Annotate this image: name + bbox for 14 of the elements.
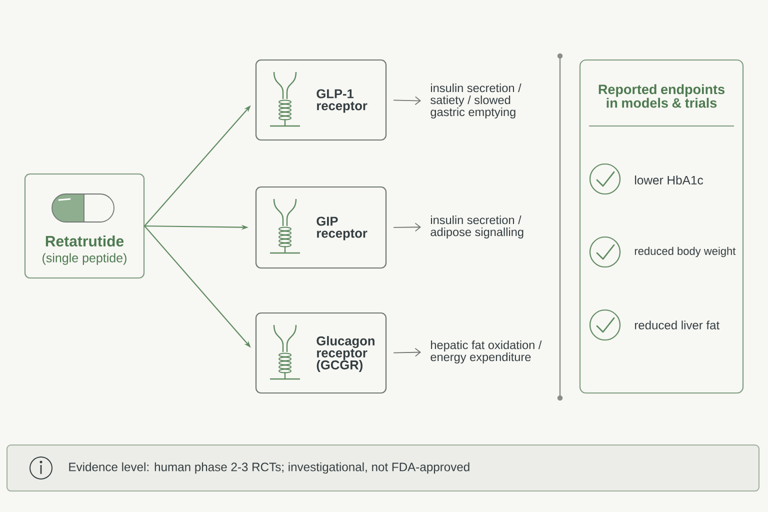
effect-text: insulin secretion / satiety / slowed gastric emptying — [430, 84, 522, 118]
endpoint-text: reduced liver fat — [635, 320, 720, 330]
arrow — [393, 222, 421, 232]
endpoint-text: lower HbA1c — [635, 176, 704, 184]
effect-text: hepatic fat oxidation / energy expenditure — [430, 340, 542, 364]
effect-text: insulin secretion / adipose signalling — [430, 216, 524, 238]
note-bar: Evidence level: human phase 2-3 RCTs; investigational, not FDA-approved — [6, 444, 760, 492]
receptor-box: GIP receptor — [255, 186, 387, 269]
arrow — [393, 96, 422, 106]
receptor-box: Glucagon receptor (GCGR) — [255, 312, 387, 394]
receptor-box: GLP-1 receptor — [255, 59, 387, 141]
drug-box: Retatrutide (single peptide) — [24, 173, 145, 279]
endpoint-text: reduced body weight — [634, 246, 736, 258]
arrow — [393, 348, 422, 357]
